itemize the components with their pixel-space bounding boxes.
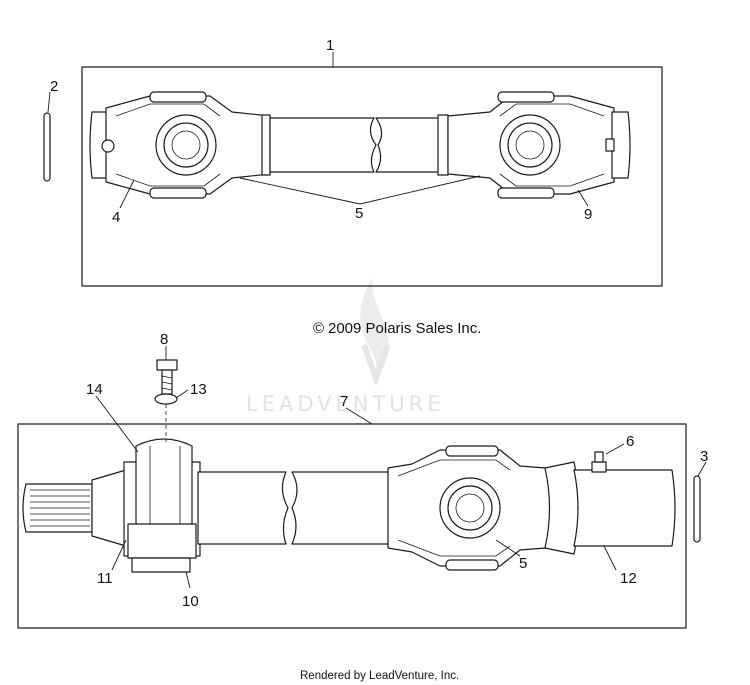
callout-2: 2	[50, 78, 58, 95]
front-prop-shaft-assembly	[81, 66, 663, 287]
snap-ring-part-3	[693, 475, 701, 543]
leadventure-watermark: LEADVENTURE	[246, 278, 445, 416]
callout-5-bottom: 5	[519, 555, 527, 572]
snap-ring-part-2	[43, 112, 51, 182]
assembly-frame-top	[81, 66, 663, 287]
callout-3: 3	[700, 448, 708, 465]
copyright-text: 2009 Polaris Sales Inc.	[328, 320, 481, 337]
rear-prop-shaft-assembly	[17, 423, 687, 629]
callout-1: 1	[326, 37, 334, 54]
bolt-part-8	[156, 359, 178, 395]
washer-part-13	[154, 393, 178, 405]
copyright-symbol: ©	[313, 320, 324, 337]
callout-7: 7	[340, 393, 348, 410]
callout-14: 14	[86, 381, 103, 398]
callout-12: 12	[620, 570, 637, 587]
rendered-by-footer: Rendered by LeadVenture, Inc.	[300, 670, 459, 682]
leader-lines	[47, 52, 707, 589]
callout-6: 6	[626, 433, 634, 450]
assembly-frame-bottom	[17, 423, 687, 629]
callout-9: 9	[584, 206, 592, 223]
callout-4: 4	[112, 209, 120, 226]
callout-10: 10	[182, 593, 199, 610]
callout-8: 8	[160, 331, 168, 348]
callout-11: 11	[97, 570, 113, 587]
callout-5-top: 5	[355, 205, 363, 222]
watermark-text: LEADVENTURE	[246, 392, 445, 416]
callout-13: 13	[190, 381, 207, 398]
